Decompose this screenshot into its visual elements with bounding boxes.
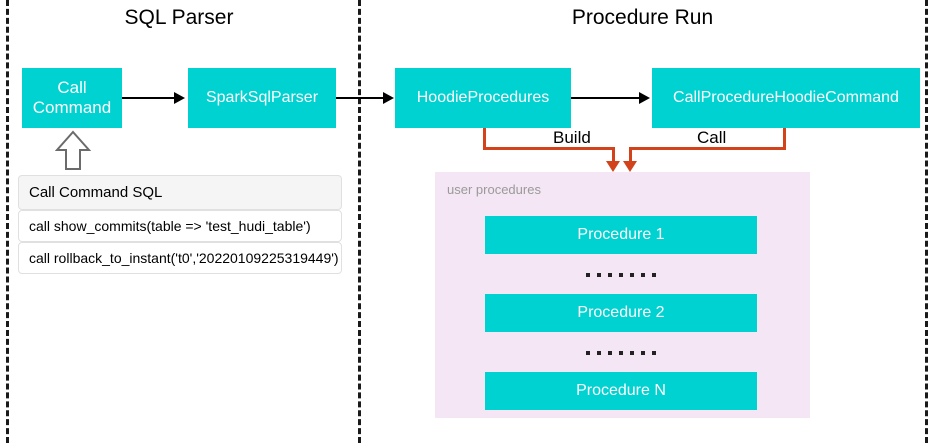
divider-middle — [358, 0, 361, 443]
dot-icon — [586, 351, 590, 355]
connector-call — [629, 128, 786, 150]
edge-label-call: Call — [697, 128, 727, 147]
user-procedures-panel: user procedures Procedure 1 Procedure 2 — [435, 172, 810, 418]
dot-icon — [597, 273, 601, 277]
node-call-command[interactable]: Call Command — [22, 68, 122, 128]
list-item[interactable]: Procedure 2 — [485, 294, 757, 332]
connector-build — [483, 128, 615, 150]
list-item[interactable]: Procedure 1 — [485, 216, 757, 254]
panel-title-procedure-run: Procedure Run — [571, 6, 714, 29]
node-call-command-line1: Call — [57, 78, 87, 98]
sql-table-header: Call Command SQL — [18, 175, 342, 210]
node-call-command-label: Call Command — [33, 78, 111, 117]
arrow-head-icon — [383, 92, 394, 104]
node-call-command-line2: Command — [32, 98, 112, 117]
procedure-label: Procedure 1 — [577, 226, 665, 243]
divider-right — [925, 0, 928, 443]
dot-icon — [630, 351, 634, 355]
node-call-procedure-hoodie-command[interactable]: CallProcedureHoodieCommand — [652, 68, 920, 128]
dot-icon — [652, 351, 656, 355]
arrow-hoodie-procedures-to-call-procedure-command — [571, 97, 639, 99]
dot-icon — [597, 351, 601, 355]
node-call-procedure-hoodie-command-label: CallProcedureHoodieCommand — [673, 88, 899, 106]
block-arrow-up-icon — [55, 130, 91, 170]
dot-icon — [652, 273, 656, 277]
edge-label-build: Build — [553, 128, 591, 147]
dot-icon — [608, 351, 612, 355]
connector-build-down — [612, 147, 615, 165]
arrow-spark-parser-to-hoodie-procedures — [336, 97, 383, 99]
arrow-head-icon — [639, 92, 650, 104]
arrow-head-icon — [623, 161, 637, 172]
arrow-call-command-to-spark-parser — [122, 97, 174, 99]
table-row: call show_commits(table => 'test_hudi_ta… — [18, 210, 342, 242]
call-command-sql-table: Call Command SQL call show_commits(table… — [18, 175, 342, 274]
node-spark-sql-parser[interactable]: SparkSqlParser — [188, 68, 336, 128]
node-spark-sql-parser-label: SparkSqlParser — [205, 88, 319, 106]
dot-icon — [586, 273, 590, 277]
dot-icon — [630, 273, 634, 277]
node-hoodie-procedures-label: HoodieProcedures — [416, 88, 550, 106]
procedure-label: Procedure N — [576, 382, 666, 399]
divider-left — [6, 0, 9, 443]
user-procedures-label: user procedures — [447, 182, 541, 197]
procedure-label: Procedure 2 — [577, 304, 665, 321]
ellipsis-separator — [485, 334, 757, 372]
dot-icon — [608, 273, 612, 277]
dot-icon — [641, 351, 645, 355]
ellipsis-separator — [485, 256, 757, 294]
table-row: call rollback_to_instant('t0','202201092… — [18, 242, 342, 274]
arrow-head-icon — [606, 161, 620, 172]
list-item[interactable]: Procedure N — [485, 372, 757, 410]
dot-icon — [619, 273, 623, 277]
dot-icon — [641, 273, 645, 277]
dot-icon — [619, 351, 623, 355]
panel-title-sql-parser: SQL Parser — [124, 6, 234, 29]
arrow-head-icon — [174, 92, 185, 104]
connector-call-down — [629, 147, 632, 165]
node-hoodie-procedures[interactable]: HoodieProcedures — [395, 68, 571, 128]
